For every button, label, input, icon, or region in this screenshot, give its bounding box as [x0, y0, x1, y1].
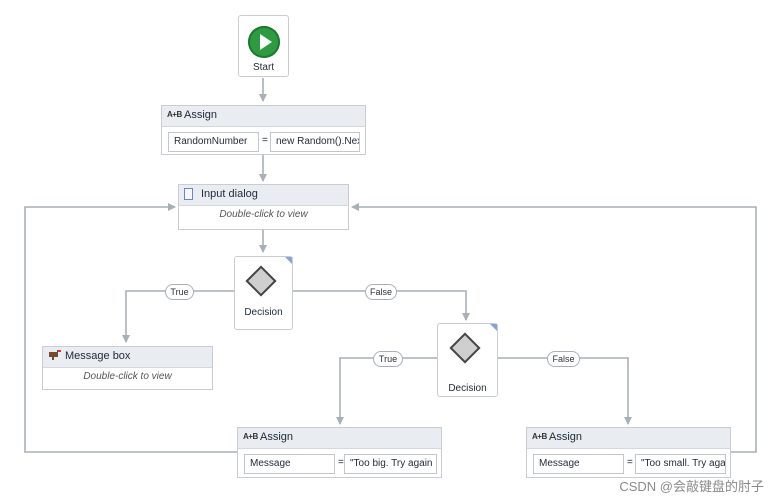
activity-header: Message box — [43, 347, 212, 368]
diamond-icon — [449, 332, 481, 364]
activity-title: Assign — [260, 431, 294, 443]
document-icon — [184, 188, 193, 200]
start-node[interactable]: Start — [238, 15, 289, 77]
assign-icon: A+B — [167, 110, 182, 119]
play-icon — [248, 26, 280, 58]
expand-corner-icon — [285, 257, 292, 264]
branch-label-false: False — [547, 351, 580, 367]
assign-icon: A+B — [532, 432, 547, 441]
activity-header: A+B Assign — [238, 428, 441, 449]
branch-label-true: True — [165, 284, 194, 300]
assign-too-big-activity[interactable]: A+B Assign Message = "Too big. Try again — [237, 427, 442, 478]
assign-to-field[interactable]: Message — [533, 454, 624, 474]
activity-title: Assign — [184, 109, 218, 121]
watermark: CSDN @会敲键盘的肘子 — [619, 479, 764, 494]
equals-sign: = — [627, 457, 633, 468]
assign-value-field[interactable]: "Too small. Try aga — [635, 454, 726, 474]
wire-loop-left — [24, 203, 237, 453]
activity-header: Input dialog — [179, 185, 348, 206]
equals-sign: = — [338, 457, 344, 468]
activity-title: Input dialog — [201, 188, 258, 200]
assign-random-activity[interactable]: A+B Assign RandomNumber = new Random().N… — [161, 105, 366, 155]
decision-node-2[interactable]: Decision — [437, 323, 498, 397]
activity-title: Message box — [65, 350, 131, 362]
activity-header: A+B Assign — [162, 106, 365, 127]
wire-d2-true — [336, 357, 438, 425]
assign-to-field[interactable]: RandomNumber — [168, 132, 259, 152]
activity-title: Assign — [549, 431, 583, 443]
activity-hint: Double-click to view — [83, 371, 172, 382]
branch-label-true: True — [373, 351, 403, 367]
message-box-activity[interactable]: Message box Double-click to view — [42, 346, 213, 390]
assign-value-field[interactable]: new Random().Nex — [270, 132, 360, 152]
branch-label-false: False — [365, 284, 397, 300]
activity-hint: Double-click to view — [219, 209, 308, 220]
wire-d1-false — [292, 290, 470, 321]
diamond-icon — [245, 265, 277, 297]
input-dialog-activity[interactable]: Input dialog Double-click to view — [178, 184, 349, 230]
start-label: Start — [252, 62, 275, 73]
mailbox-icon — [49, 350, 61, 360]
activity-header: A+B Assign — [527, 428, 730, 449]
wire-d1-true — [122, 290, 234, 343]
wire-loop-right — [351, 203, 757, 453]
equals-sign: = — [262, 135, 268, 146]
decision-node-1[interactable]: Decision — [234, 256, 293, 330]
assign-value-field[interactable]: "Too big. Try again — [344, 454, 437, 474]
wire-d2-false — [497, 357, 632, 425]
decision-label: Decision — [448, 383, 487, 394]
decision-label: Decision — [244, 307, 283, 318]
assign-too-small-activity[interactable]: A+B Assign Message = "Too small. Try aga — [526, 427, 731, 478]
assign-to-field[interactable]: Message — [244, 454, 335, 474]
assign-icon: A+B — [243, 432, 258, 441]
expand-corner-icon — [490, 324, 497, 331]
